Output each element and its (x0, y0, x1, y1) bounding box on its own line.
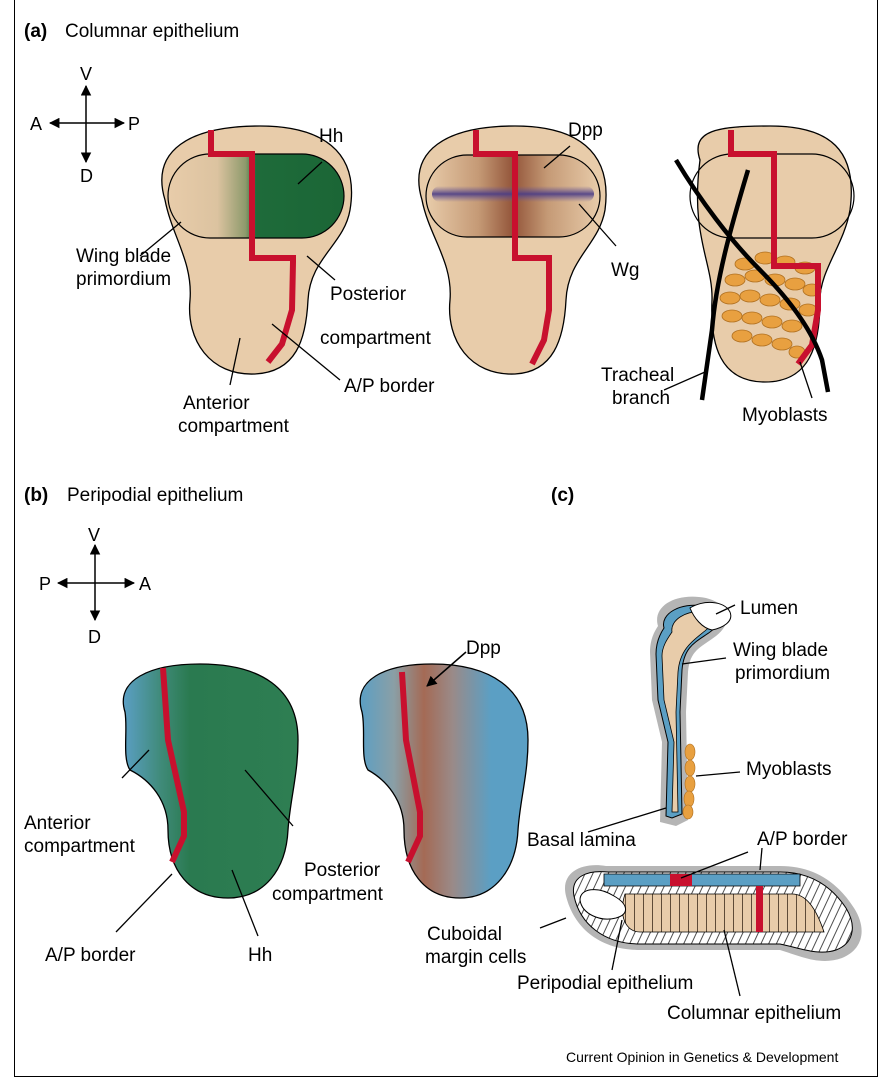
axis-b-p: P (39, 574, 51, 594)
axes-a (50, 86, 124, 162)
panel-b-title: Peripodial epithelium (67, 485, 243, 506)
disc-b2 (360, 664, 528, 898)
axis-a-p: P (128, 114, 140, 134)
credit-line: Current Opinion in Genetics & Developmen… (566, 1049, 838, 1065)
label-posterior-a1-line2: compartment (320, 328, 432, 349)
panel-c-label: (c) (551, 485, 574, 506)
label-posterior-a1-line1: Posterior (330, 284, 407, 305)
label-posterior-b1-line1: Posterior (304, 860, 381, 881)
axis-a-v: V (80, 64, 92, 84)
panel-a-title: Columnar epithelium (65, 21, 239, 42)
section-horizontal (565, 865, 862, 961)
label-cuboidal-c-line2: margin cells (425, 947, 526, 968)
label-tracheal-a3-line1: Tracheal (601, 365, 674, 386)
axis-b-a: A (139, 574, 151, 594)
label-dpp-b2: Dpp (466, 638, 501, 659)
label-anterior-b1-line2: compartment (24, 836, 136, 857)
disc-a3 (676, 126, 854, 400)
ap-border-c-upper (670, 874, 692, 886)
ap-border-c-lower (756, 886, 763, 932)
label-basal-lamina-c: Basal lamina (527, 830, 636, 851)
label-peripodial-c: Peripodial epithelium (517, 973, 693, 994)
label-anterior-b1-line1: Anterior (24, 813, 91, 834)
axis-a-d: D (80, 166, 93, 186)
axes-b (58, 545, 134, 620)
label-wing-blade-c-line1: Wing blade (733, 640, 828, 661)
disc-b1 (123, 664, 298, 898)
section-vertical (650, 597, 731, 826)
axis-b-v: V (88, 525, 100, 545)
label-dpp-a2: Dpp (568, 120, 603, 141)
label-hh-a1: Hh (319, 126, 343, 147)
disc-a2 (419, 126, 606, 374)
label-ap-border-a1: A/P border (344, 376, 435, 397)
label-cuboidal-c-line1: Cuboidal (427, 924, 502, 945)
axis-a-a: A (30, 114, 42, 134)
label-wing-blade-a1-line1: Wing blade (76, 246, 171, 267)
label-wing-blade-c-line2: primordium (735, 663, 830, 684)
label-ap-border-b1: A/P border (45, 945, 136, 966)
label-myoblasts-a3: Myoblasts (742, 405, 828, 426)
panel-a-label: (a) (24, 21, 47, 42)
label-ap-border-c: A/P border (757, 829, 848, 850)
label-tracheal-a3-line2: branch (612, 388, 670, 409)
label-lumen-c: Lumen (740, 598, 798, 619)
label-columnar-c: Columnar epithelium (667, 1003, 841, 1024)
label-myoblasts-c: Myoblasts (746, 759, 832, 780)
label-anterior-a1-line1: Anterior (183, 393, 250, 414)
label-wg-a2: Wg (611, 260, 640, 281)
label-posterior-b1-line2: compartment (272, 884, 384, 905)
label-anterior-a1-line2: compartment (178, 416, 290, 437)
axis-b-d: D (88, 627, 101, 647)
label-wing-blade-a1-line2: primordium (76, 269, 171, 290)
label-hh-b1: Hh (248, 945, 272, 966)
panel-b-label: (b) (24, 485, 48, 506)
